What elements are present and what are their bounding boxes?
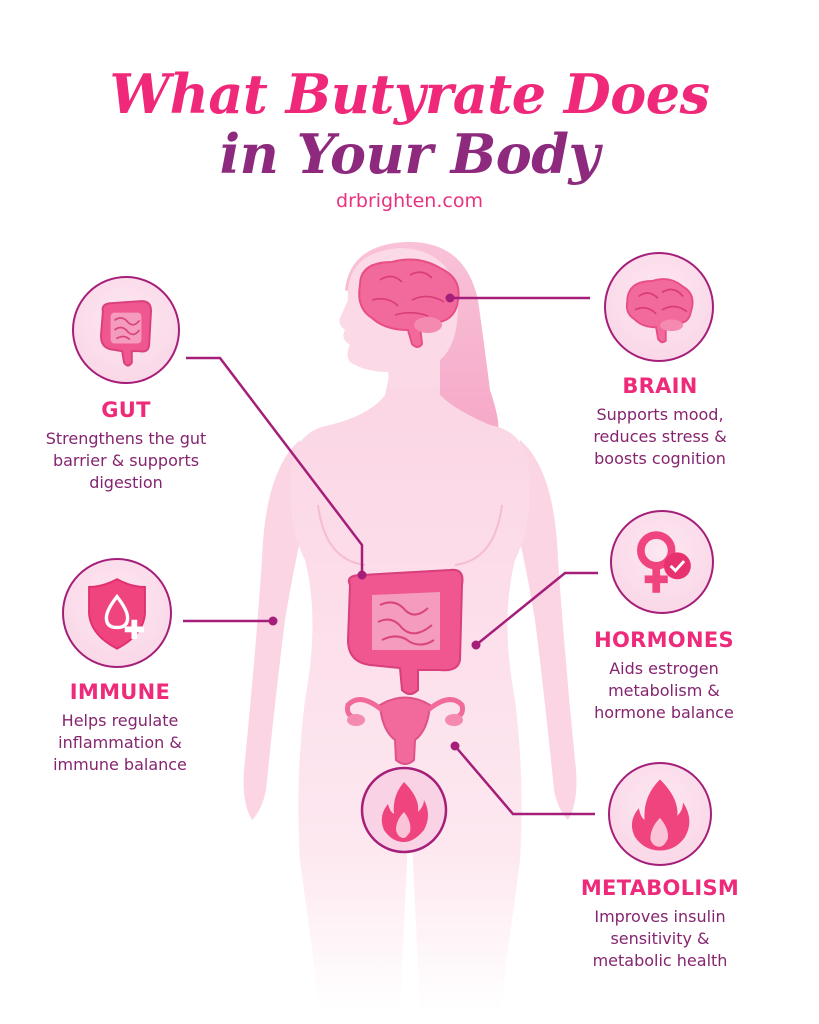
gut-icon-circle <box>72 276 180 384</box>
flame-icon <box>631 779 690 851</box>
right-arm <box>515 440 577 820</box>
hormones-connector <box>475 571 598 646</box>
website-label: drbrighten.com <box>336 190 483 212</box>
metabolism-icon-circle <box>608 762 712 866</box>
connectors <box>183 296 598 816</box>
brain-icon <box>625 278 694 344</box>
metabolism-description: Improves insulin sensitivity & metabolic… <box>592 907 728 970</box>
left-arm <box>243 440 305 820</box>
gut-panel: GUT Strengthens the gut barrier & suppor… <box>6 398 246 494</box>
brain-heading: BRAIN <box>622 374 698 398</box>
metabolism-heading: METABOLISM <box>580 876 740 900</box>
immune-icon-circle <box>62 558 172 668</box>
brain-organ <box>358 258 460 348</box>
brain-panel: BRAIN Supports mood, reduces stress & bo… <box>540 374 780 470</box>
metabolism-connector <box>454 745 595 816</box>
immune-description: Helps regulate inflammation & immune bal… <box>53 711 187 774</box>
immune-panel: IMMUNE Helps regulate inflammation & imm… <box>0 680 240 776</box>
female-symbol-check-icon <box>637 531 691 593</box>
title-line-2: in Your Body <box>219 122 600 186</box>
intestines-organ <box>346 568 464 695</box>
connector-dots <box>268 293 481 751</box>
hormones-description: Aids estrogen metabolism & hormone balan… <box>594 659 734 722</box>
uterus-organ <box>345 696 465 765</box>
shield-drop-icon <box>88 578 146 650</box>
hormones-panel: HORMONES Aids estrogen metabolism & horm… <box>544 628 784 724</box>
gut-description: Strengthens the gut barrier & supports d… <box>45 429 207 492</box>
gut-connector <box>186 356 364 575</box>
immune-heading: IMMUNE <box>69 680 171 704</box>
gut-heading: GUT <box>101 398 151 422</box>
metabolism-panel: METABOLISM Improves insulin sensitivity … <box>540 876 780 972</box>
brain-icon-circle <box>604 252 714 362</box>
intestine-icon <box>99 300 153 367</box>
body-flame-circle <box>360 766 448 854</box>
hormones-heading: HORMONES <box>594 628 734 652</box>
hormones-icon-circle <box>610 510 714 614</box>
title-line-1: What Butyrate Does <box>109 62 710 126</box>
brain-description: Supports mood, reduces stress & boosts c… <box>593 405 727 468</box>
